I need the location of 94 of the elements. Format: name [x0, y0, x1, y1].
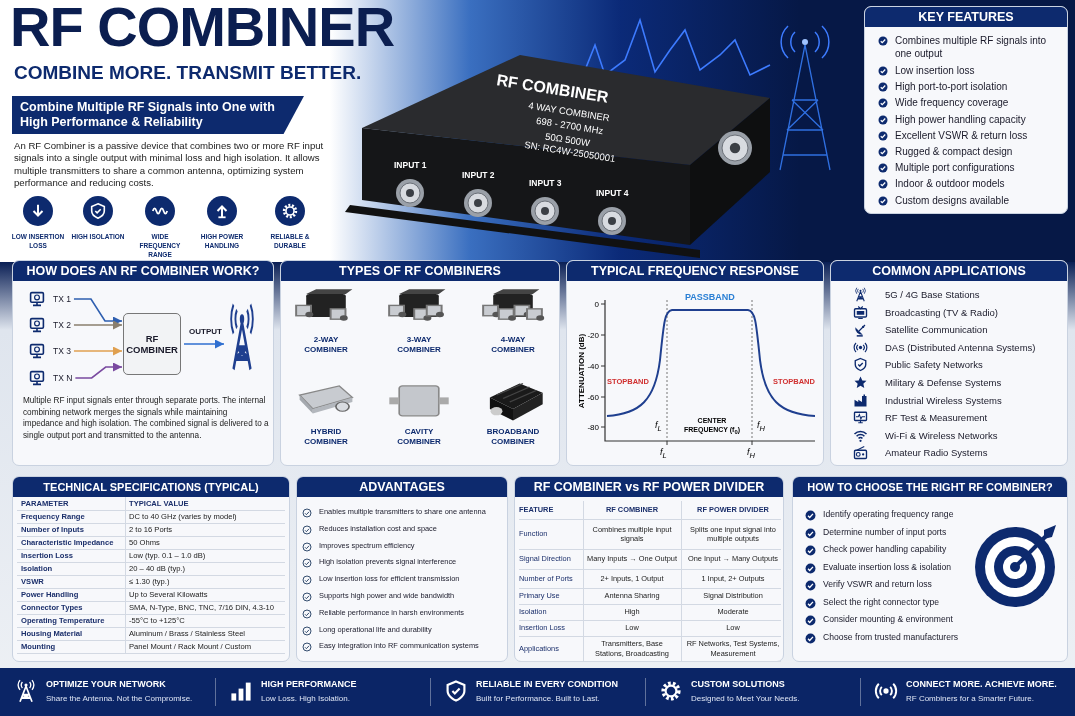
- list-item: Custom designs available: [895, 194, 1009, 208]
- product-caption: HYBRID COMBINER: [303, 427, 349, 447]
- axis-tick: -80: [587, 423, 599, 432]
- list-item: Industrial Wireless Systems: [885, 394, 1002, 406]
- list-item: Wi-Fi & Wireless Networks: [885, 429, 998, 441]
- panel-card: [566, 260, 824, 466]
- frequency-marker: f$_{L}$: [660, 447, 667, 460]
- intro-paragraph: An RF Combiner is a passive device that combines two or more RF input signals into a single output with minimal loss and high isolation. It allows multiple transmitters to share a common antenna, optimizing system performance and reducing costs.: [14, 140, 325, 190]
- list-item: Select the right connector type: [823, 596, 940, 608]
- panel-header: TECHNICAL SPECIFICATIONS (TYPICAL): [13, 477, 289, 497]
- port-label: INPUT 1: [394, 160, 427, 170]
- node-label: TX 3: [53, 346, 71, 356]
- list-item: Satellite Communication: [885, 324, 988, 336]
- list-item: High power handling capacity: [895, 113, 1026, 127]
- node-label: TX 2: [53, 320, 71, 330]
- list-item: Determine number of input ports: [823, 526, 947, 538]
- passband-label: PASSBAND: [685, 292, 735, 302]
- frequency-marker: f$_{L}$: [655, 420, 662, 433]
- product-caption: 4-WAY COMBINER: [490, 335, 536, 355]
- list-item: Identify operating frequency range: [823, 509, 954, 521]
- list-item: Amateur Radio Systems: [885, 447, 988, 459]
- panel-header: HOW DOES AN RF COMBINER WORK?: [13, 261, 273, 281]
- list-item: Rugged & compact design: [895, 146, 1013, 159]
- list-item: Indoor & outdoor models: [895, 178, 1005, 191]
- product-caption: BROADBAND COMBINER: [485, 427, 541, 447]
- feature-subtitle: Built for Performance. Built to Last.: [476, 694, 600, 703]
- frequency-marker: f$_{H}$: [747, 447, 755, 460]
- connector-arrow: [183, 339, 225, 349]
- panel-card: [864, 6, 1068, 214]
- list-item: Low insertion loss: [895, 65, 975, 78]
- panel-header: COMMON APPLICATIONS: [831, 261, 1067, 281]
- feature-heading: OPTIMIZE YOUR NETWORK: [46, 679, 166, 689]
- panel-header: KEY FEATURES: [865, 7, 1067, 27]
- product-caption: 3-WAY COMBINER: [396, 335, 442, 355]
- description-paragraph: Multiple RF input signals enter through separate ports. The internal combining network merges the signals while maintaining impedance and high isolation. The combined signal is delivered to a single output port and transmitted to the antenna.: [23, 395, 269, 441]
- list-item: Choose from trusted manufacturers: [823, 631, 959, 643]
- connector-arrow: [73, 298, 123, 326]
- list-item: High port-to-port isolation: [895, 81, 1008, 94]
- list-item: Check power handling capability: [823, 544, 947, 556]
- panel-card: [280, 260, 560, 466]
- axis-tick: 0: [594, 300, 599, 309]
- list-item: RF Test & Measurement: [885, 412, 988, 424]
- feature-heading: CUSTOM SOLUTIONS: [691, 679, 785, 689]
- feature-heading: CONNECT MORE. ACHIEVE MORE.: [906, 679, 1057, 689]
- feature-heading: RELIABLE IN EVERY CONDITION: [476, 679, 618, 689]
- axis-tick: -60: [587, 393, 599, 402]
- list-item: 5G / 4G Base Stations: [885, 289, 980, 300]
- feature-subtitle: Designed to Meet Your Needs.: [691, 694, 800, 703]
- feature-subtitle: RF Combiners for a Smarter Future.: [906, 694, 1035, 703]
- list-item: Verify VSWR and return loss: [823, 579, 932, 591]
- banner: Combine Multiple RF Signals into One with High Performance & Reliability: [12, 96, 304, 134]
- list-item: Excellent VSWR & return loss: [895, 129, 1028, 143]
- combiner-box: RF COMBINER: [123, 313, 181, 375]
- axis-tick: -20: [587, 331, 599, 340]
- feature-heading: HIGH PERFORMANCE: [261, 679, 357, 689]
- panel-card: [296, 476, 508, 662]
- list-item: Military & Defense Systems: [885, 377, 1002, 388]
- axis-title: ATTENUATION (dB): [576, 333, 586, 409]
- page-title: RF COMBINER: [10, 0, 395, 59]
- footer-band: [0, 668, 1075, 716]
- connector-arrow: [73, 346, 123, 356]
- list-item: Broadcasting (TV & Radio): [885, 306, 998, 318]
- frequency-marker: f$_{H}$: [757, 420, 765, 433]
- product-caption: 2-WAY COMBINER: [303, 335, 349, 355]
- list-item: Multiple port configurations: [895, 162, 1015, 175]
- list-item: Combines multiple RF signals into one output: [895, 35, 1048, 60]
- feature-subtitle: Low Loss. High Isolation.: [261, 694, 350, 703]
- node-label: TX 1: [53, 294, 71, 304]
- list-item: Wide frequency coverage: [895, 97, 1009, 110]
- list-item: DAS (Distributed Antenna Systems): [885, 341, 1036, 353]
- list-item: Consider mounting & environment: [823, 614, 953, 626]
- panel-card: [12, 476, 290, 662]
- port-label: INPUT 4: [596, 188, 629, 198]
- port-label: INPUT 3: [529, 178, 562, 188]
- panel-header: ADVANTAGES: [297, 477, 507, 497]
- port-label: INPUT 2: [462, 170, 495, 180]
- axis-tick: -40: [587, 362, 599, 371]
- page-subtitle: COMBINE MORE. TRANSMIT BETTER.: [14, 62, 362, 84]
- connector-arrow: [74, 362, 123, 379]
- product-caption: CAVITY COMBINER: [396, 427, 442, 447]
- panel-header: RF COMBINER vs RF POWER DIVIDER: [515, 477, 783, 497]
- list-item: Evaluate insertion loss & isolation: [823, 561, 952, 573]
- panel-card: [514, 476, 784, 662]
- node-label: TX N: [53, 373, 73, 383]
- panel-card: [830, 260, 1068, 466]
- feature-subtitle: Share the Antenna. Not the Compromise.: [46, 694, 193, 703]
- panel-header: TYPICAL FREQUENCY RESPONSE: [567, 261, 823, 281]
- panel-header: TYPES OF RF COMBINERS: [281, 261, 559, 281]
- connector-arrow: [73, 320, 123, 330]
- panel-card: [12, 260, 274, 466]
- edge-label: OUTPUT: [188, 327, 223, 336]
- panel-card: [792, 476, 1068, 662]
- list-item: Public Safety Networks: [885, 359, 983, 371]
- panel-header: HOW TO CHOOSE THE RIGHT RF COMBINER?: [793, 477, 1067, 497]
